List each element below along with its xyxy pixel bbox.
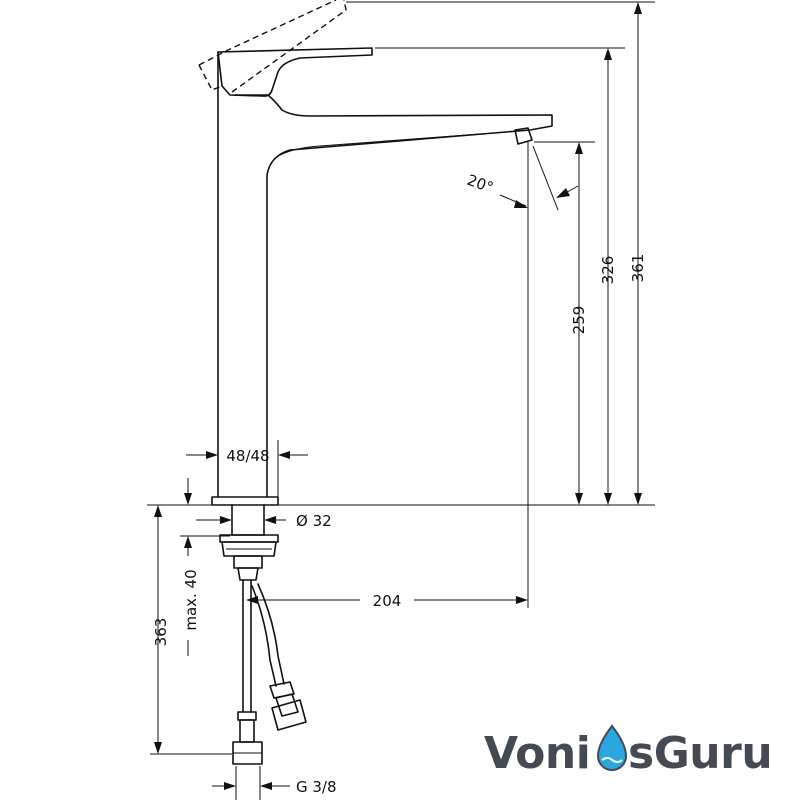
dimension-labels: 361 326 259 20° 48/48 Ø 32 max. 40 204 3… — [152, 171, 647, 796]
watermark-text-left: Voni — [484, 728, 590, 779]
dim-connection-label: G 3/8 — [296, 778, 337, 796]
water-drop-icon — [596, 724, 628, 771]
dim-361-label: 361 — [629, 254, 647, 283]
dim-259-label: 259 — [570, 306, 588, 335]
dim-326-label: 326 — [599, 256, 617, 285]
dim-angle-label: 20° — [465, 171, 496, 197]
dim-base-width-label: 48/48 — [226, 447, 269, 465]
dim-diameter-label: Ø 32 — [296, 512, 332, 530]
handle-open-position — [198, 0, 347, 93]
watermark-logo: Voni sGuru — [484, 724, 773, 779]
dim-hose-length-label: 363 — [152, 618, 170, 647]
dimension-lines — [147, 1, 655, 800]
faucet-body — [211, 47, 553, 506]
shank-assembly — [219, 504, 307, 765]
dim-reach-label: 204 — [373, 592, 402, 610]
dim-max-thickness-label: max. 40 — [182, 569, 200, 630]
watermark-text-right: sGuru — [628, 728, 772, 779]
